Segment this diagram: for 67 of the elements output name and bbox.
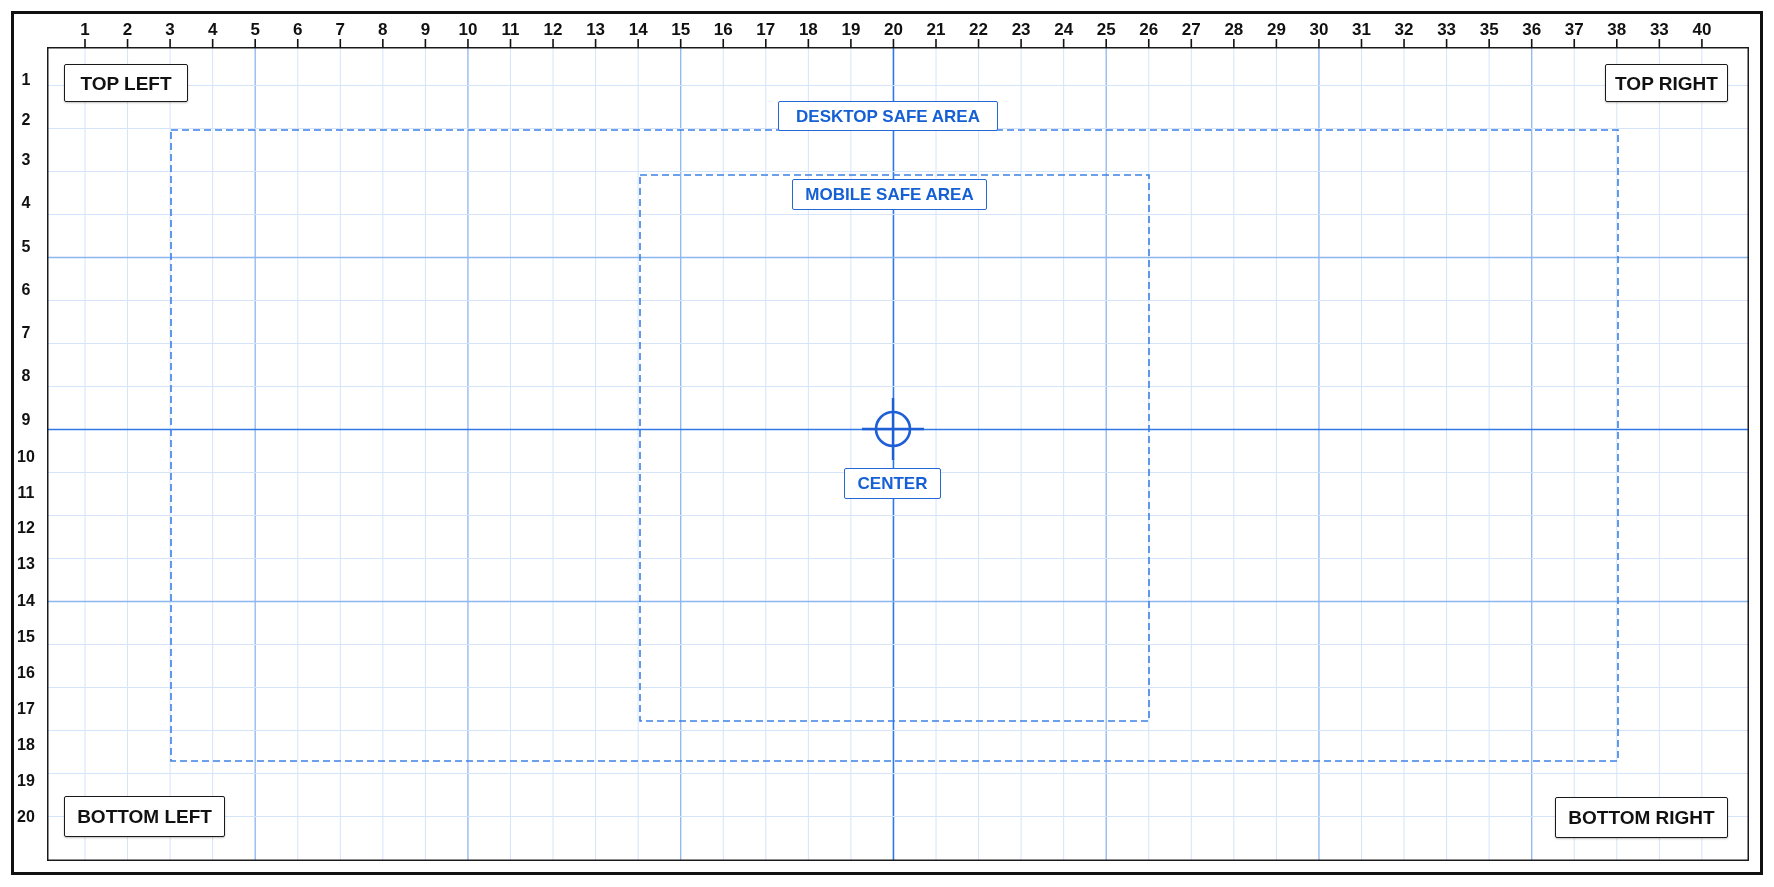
- row-number: 3: [21, 152, 31, 168]
- row-number: 20: [17, 809, 35, 825]
- column-number: 23: [1011, 20, 1031, 38]
- column-number: 13: [586, 20, 606, 38]
- column-number: 36: [1522, 20, 1542, 38]
- column-number: 3: [165, 20, 175, 38]
- row-number: 5: [21, 239, 31, 255]
- corner-label: BOTTOM LEFT: [64, 796, 225, 837]
- column-number: 28: [1224, 20, 1244, 38]
- row-number: 11: [17, 485, 35, 501]
- column-number: 35: [1479, 20, 1499, 38]
- row-number: 7: [21, 325, 31, 341]
- row-number: 14: [17, 593, 35, 609]
- column-number: 12: [543, 20, 563, 38]
- safe-area-label: DESKTOP SAFE AREA: [778, 101, 998, 131]
- row-number: 6: [21, 282, 31, 298]
- column-number: 11: [501, 20, 520, 38]
- column-number: 24: [1054, 20, 1074, 38]
- column-number: 1: [80, 20, 90, 38]
- row-number: 17: [17, 701, 35, 717]
- column-number: 26: [1139, 20, 1159, 38]
- row-number: 12: [17, 520, 35, 536]
- column-number: 6: [293, 20, 303, 38]
- safe-area-label: MOBILE SAFE AREA: [792, 179, 987, 210]
- column-number: 22: [969, 20, 988, 38]
- column-number: 10: [458, 20, 478, 38]
- row-number: 18: [17, 737, 35, 753]
- column-number: 29: [1266, 20, 1286, 38]
- row-number: 13: [17, 556, 35, 572]
- column-number: 27: [1181, 20, 1201, 38]
- row-number: 1: [21, 72, 31, 88]
- column-number: 21: [926, 20, 946, 38]
- column-number: 16: [713, 20, 733, 38]
- column-number: 14: [628, 20, 648, 38]
- corner-label: TOP RIGHT: [1605, 64, 1728, 102]
- column-number: 9: [420, 20, 431, 38]
- column-number: 4: [207, 20, 218, 38]
- row-number: 10: [17, 449, 35, 465]
- column-number: 7: [335, 20, 346, 38]
- corner-label: BOTTOM RIGHT: [1555, 797, 1728, 838]
- column-number: 25: [1096, 20, 1116, 38]
- column-number: 33: [1437, 20, 1457, 38]
- center-label: CENTER: [844, 468, 941, 499]
- column-number: 20: [884, 20, 903, 38]
- column-number: 31: [1352, 20, 1371, 38]
- row-number: 9: [21, 412, 31, 428]
- safe-area-frame: [639, 174, 1150, 722]
- row-number: 4: [21, 195, 31, 211]
- column-number: 19: [841, 20, 861, 38]
- corner-label: TOP LEFT: [64, 64, 188, 102]
- row-number: 2: [21, 112, 31, 128]
- column-number: 18: [798, 20, 818, 38]
- column-number: 5: [250, 20, 260, 38]
- column-number: 33: [1649, 20, 1669, 38]
- column-number: 32: [1394, 20, 1414, 38]
- row-number: 8: [21, 368, 31, 384]
- column-number: 2: [122, 20, 133, 38]
- row-number: 15: [17, 629, 35, 645]
- row-number: 16: [17, 665, 35, 681]
- column-number: 37: [1564, 20, 1584, 38]
- column-number: 40: [1692, 20, 1712, 38]
- column-number: 17: [756, 20, 776, 38]
- column-number: 38: [1607, 20, 1627, 38]
- row-number: 19: [17, 773, 35, 789]
- column-number: 8: [378, 20, 388, 38]
- column-number: 15: [671, 20, 691, 38]
- column-number: 30: [1309, 20, 1329, 38]
